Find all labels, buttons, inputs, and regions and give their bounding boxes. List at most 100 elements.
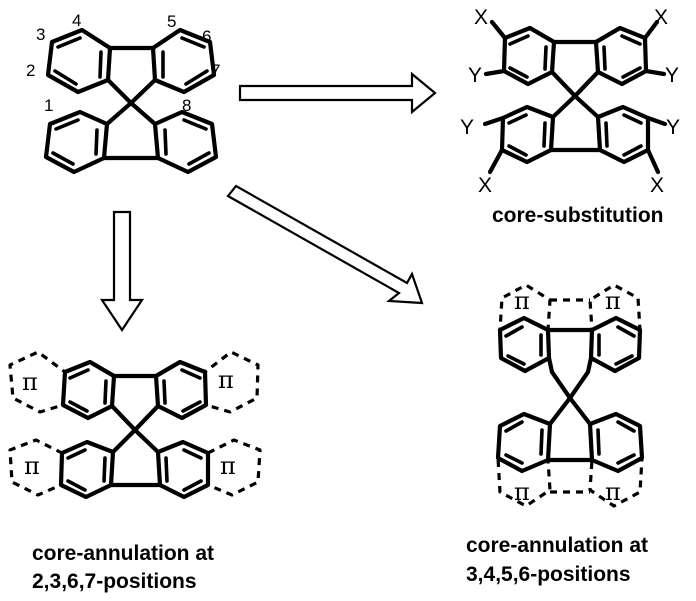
double-bond <box>621 66 642 79</box>
double-bond <box>182 479 203 492</box>
arrow-diagonal <box>226 184 424 305</box>
double-bond <box>616 325 636 338</box>
double-bond <box>596 428 601 456</box>
position-label: 4 <box>72 11 81 30</box>
bond <box>550 93 578 120</box>
double-bond <box>68 368 90 380</box>
caption-annulation-3456-line2: 3,4,5,6-positions <box>466 563 631 586</box>
double-bond <box>504 420 524 433</box>
pi-label: π <box>218 366 234 394</box>
substituent-y: Y <box>468 64 482 87</box>
bond <box>643 68 667 77</box>
pi-label: π <box>220 452 236 480</box>
caption-annulation-2367-line1: core-annulation at <box>32 542 214 565</box>
double-bond <box>66 479 87 492</box>
bond <box>105 77 158 106</box>
double-bond <box>51 151 75 166</box>
position-label: 5 <box>167 12 176 31</box>
substituent-x: X <box>478 174 492 197</box>
substituent-y: Y <box>665 64 679 87</box>
arrow-down <box>99 210 145 332</box>
double-bond <box>56 36 82 49</box>
double-bond <box>164 456 169 483</box>
bond <box>567 395 593 427</box>
core-substituted-spirobifluorene: X Y X Y Y Y X X <box>460 6 680 197</box>
bond <box>132 427 161 455</box>
double-bond <box>98 50 103 79</box>
annulated-3456-spirobifluorene: π π π π <box>495 283 645 508</box>
bond <box>572 93 601 120</box>
bond <box>482 115 506 127</box>
double-bond <box>68 400 89 413</box>
double-bond <box>504 453 524 465</box>
double-bond <box>539 428 544 456</box>
substituent-x: X <box>474 6 488 29</box>
double-bond <box>504 325 524 338</box>
double-bond <box>180 368 202 380</box>
fused-ring-dashed <box>588 283 642 332</box>
double-bond <box>616 453 636 465</box>
double-bond <box>180 36 206 49</box>
double-bond <box>54 118 80 131</box>
double-bond <box>102 456 107 483</box>
caption-annulation-2367-line2: 2,3,6,7-positions <box>32 570 197 593</box>
fused-ring-dashed <box>206 438 262 497</box>
bond <box>483 68 507 77</box>
double-bond <box>182 448 203 460</box>
double-bond <box>542 121 547 148</box>
fused-ring-dashed <box>8 438 64 497</box>
double-bond <box>162 379 167 405</box>
bond <box>645 115 668 127</box>
double-bond <box>506 354 526 366</box>
double-bond <box>53 69 78 86</box>
double-bond <box>622 144 643 157</box>
double-bond <box>184 69 209 86</box>
annulated-2367-spirobifluorene: π π π π <box>8 350 262 500</box>
substituent-y: Y <box>666 116 680 139</box>
double-bond <box>182 118 208 131</box>
double-bond <box>163 128 168 156</box>
substituent-y: Y <box>460 116 474 139</box>
bond <box>104 100 134 127</box>
pi-label: π <box>605 287 621 315</box>
double-bond <box>543 45 548 71</box>
bond <box>549 69 601 99</box>
position-label: 6 <box>202 27 211 46</box>
bond <box>489 19 508 41</box>
fused-ring-dashed <box>588 456 644 508</box>
position-label: 1 <box>44 96 53 115</box>
bond <box>128 100 158 127</box>
caption-annulation-3456-line1: core-annulation at <box>466 534 648 557</box>
parent-spirobifluorene: 1 2 3 4 5 6 7 8 <box>26 11 220 175</box>
position-label: 3 <box>36 25 45 44</box>
double-bond <box>181 400 202 413</box>
arrow-right <box>238 71 437 115</box>
caption-core-substitution: core-substitution <box>492 204 664 227</box>
bond <box>547 395 573 427</box>
pi-label: π <box>24 452 40 480</box>
pi-label: π <box>514 478 530 506</box>
double-bond <box>604 121 609 148</box>
substituent-x: X <box>650 174 664 197</box>
bond <box>642 19 660 41</box>
double-bond <box>614 354 634 366</box>
position-label: 7 <box>211 61 220 80</box>
double-bond <box>622 113 643 125</box>
bond <box>645 147 661 175</box>
double-bond <box>508 66 529 79</box>
bond <box>487 147 505 175</box>
double-bond <box>103 379 108 405</box>
bond <box>546 355 594 401</box>
double-bond <box>507 144 528 157</box>
position-label: 2 <box>26 61 35 80</box>
fused-ring-dashed <box>496 456 552 508</box>
pi-label: π <box>514 287 530 315</box>
pi-label: π <box>22 368 38 396</box>
position-label: 8 <box>182 96 191 115</box>
pi-label: π <box>605 478 621 506</box>
double-bond <box>94 128 99 156</box>
double-bond <box>602 45 607 71</box>
double-bond <box>508 34 530 46</box>
double-bond <box>507 113 528 125</box>
